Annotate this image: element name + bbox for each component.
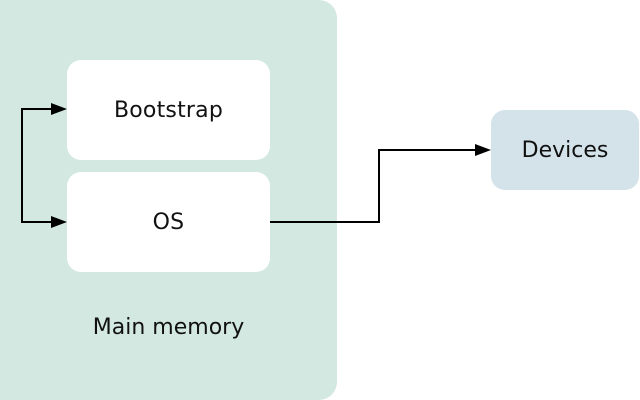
bootstrap-node: Bootstrap [67, 60, 270, 160]
devices-node: Devices [491, 110, 639, 190]
devices-label: Devices [521, 137, 609, 163]
os-label: OS [152, 209, 185, 235]
bootstrap-label: Bootstrap [113, 97, 224, 123]
os-node: OS [67, 172, 270, 272]
devices-arrowhead [475, 144, 491, 156]
main-memory-label: Main memory [92, 315, 245, 340]
